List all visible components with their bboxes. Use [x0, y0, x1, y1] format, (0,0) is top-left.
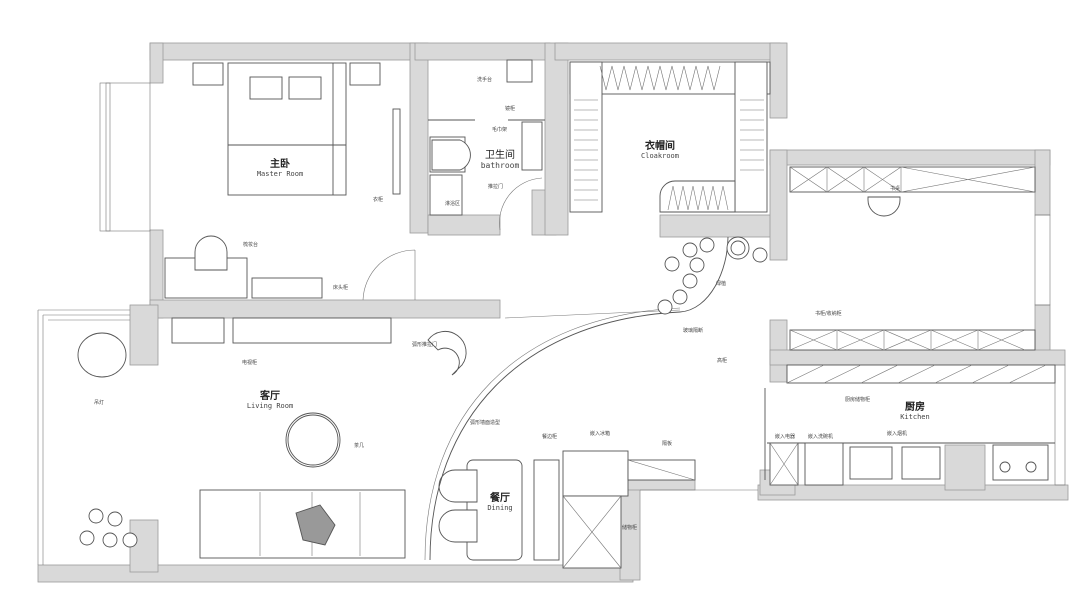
room-label-living: 客厅 Living Room — [210, 387, 330, 410]
note-study-cabinet: 书柜/收纳柜 — [815, 311, 842, 317]
room-name-cn: 衣帽间 — [645, 141, 675, 152]
note-shower: 淋浴区 — [445, 201, 461, 207]
room-name-en: bathroom — [480, 161, 520, 170]
note-bedside: 床头柜 — [333, 285, 349, 291]
room-label-bathroom: 卫生间 bathroom — [465, 146, 535, 170]
note-dresser: 梳妆台 — [243, 242, 259, 248]
walls — [37, 42, 1069, 583]
room-name-en: Living Room — [246, 402, 294, 410]
note-tv-cabinet: 电视柜 — [242, 360, 258, 366]
note-desk: 书桌 — [890, 186, 901, 192]
note-shelf: 隔板 — [662, 441, 673, 447]
curved-sliding-door — [429, 236, 729, 561]
room-name-en: Master Room — [256, 170, 304, 178]
note-washbasin: 洗手台 — [477, 77, 493, 83]
room-label-dining: 餐厅 Dining — [475, 489, 525, 512]
room-name-cn: 厨房 — [905, 402, 925, 413]
windows — [37, 82, 1066, 565]
room-name-cn: 餐厅 — [490, 493, 510, 504]
room-label-kitchen: 厨房 Kitchen — [885, 398, 945, 421]
note-pendant: 吊灯 — [94, 400, 105, 406]
room-name-cn: 主卧 — [270, 159, 290, 170]
bench — [251, 277, 323, 299]
room-label-cloakroom: 衣帽间 Cloakroom — [625, 137, 695, 160]
note-curved-wall: 弧形墙面造型 — [470, 420, 501, 426]
room-name-en: Dining — [487, 504, 513, 512]
note-appliance1: 嵌入电器 — [775, 434, 796, 440]
room-name-cn: 客厅 — [260, 391, 280, 402]
note-glass: 玻璃隔断 — [683, 328, 704, 334]
note-fridge: 嵌入冰箱 — [590, 431, 611, 437]
note-curved-door: 弧形推拉门 — [412, 342, 438, 348]
note-appliance2: 嵌入洗碗机 — [808, 434, 834, 440]
note-sideboard: 餐边柜 — [542, 434, 558, 440]
note-coffee-table: 茶几 — [354, 443, 365, 449]
note-kitchen-storage: 厨房储物柜 — [845, 397, 871, 403]
note-hood: 嵌入烟机 — [887, 431, 908, 437]
wardrobe — [392, 108, 401, 195]
bed — [192, 62, 381, 196]
room-name-en: Cloakroom — [641, 152, 679, 160]
cloakroom-racks — [569, 61, 771, 213]
room-label-master: 主卧 Master Room — [235, 155, 325, 178]
room-name-cn: 卫生间 — [485, 150, 515, 161]
bathroom-fixtures — [428, 59, 545, 231]
living-furniture — [77, 317, 467, 559]
note-tall-cabinet: 高柜 — [717, 358, 728, 364]
room-name-en: Kitchen — [900, 413, 930, 421]
plants — [79, 236, 768, 548]
dining-furniture — [438, 450, 696, 569]
note-wardrobe: 衣柜 — [373, 197, 384, 203]
dresser-chair — [194, 235, 228, 271]
kitchen-fixtures — [764, 364, 1056, 486]
bedroom-door — [362, 249, 416, 301]
note-bath-door: 推拉门 — [488, 184, 504, 190]
note-towel: 毛巾架 — [492, 127, 508, 133]
note-plants: 绿植 — [716, 281, 727, 287]
study-cabinets — [789, 166, 1036, 351]
note-storage: 储物柜 — [622, 525, 638, 531]
note-mirror-cabinet: 镜柜 — [505, 106, 516, 112]
